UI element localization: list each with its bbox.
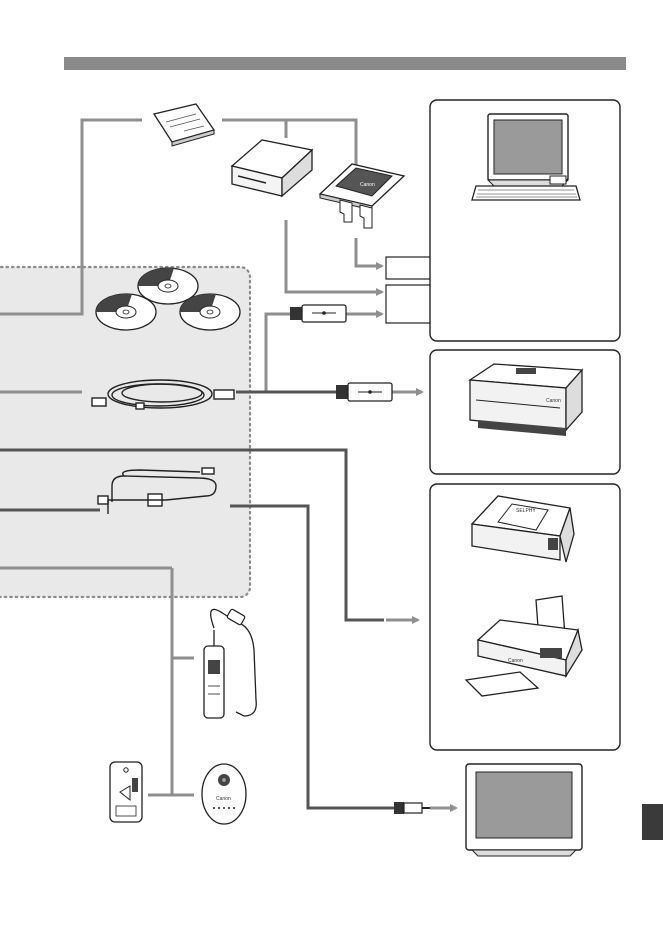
printer-brand: Canon [546, 398, 561, 404]
remote-controller-icon [110, 762, 142, 822]
cf-card-icon [154, 104, 214, 146]
remote-brand: Canon [216, 796, 231, 802]
pc-card-adapter-icon: Canon [320, 164, 404, 228]
bubble-printer-brand: Canon [508, 658, 523, 664]
remote-controller-icon: Canon [202, 764, 246, 824]
video-plug-icon [394, 802, 430, 814]
television-icon [466, 764, 582, 856]
inkjet-printer-icon: Canon [470, 364, 582, 436]
pc-card-brand: Canon [360, 182, 375, 188]
computer-icon [472, 114, 580, 200]
usb-plug-icon [336, 383, 392, 401]
remote-switch-icon [204, 609, 256, 718]
section-header-bar [64, 57, 626, 70]
selphy-brand: SELPHY [516, 508, 536, 514]
usb-plug-icon [290, 305, 346, 322]
card-reader-icon [232, 140, 312, 196]
index-tab [642, 804, 663, 840]
